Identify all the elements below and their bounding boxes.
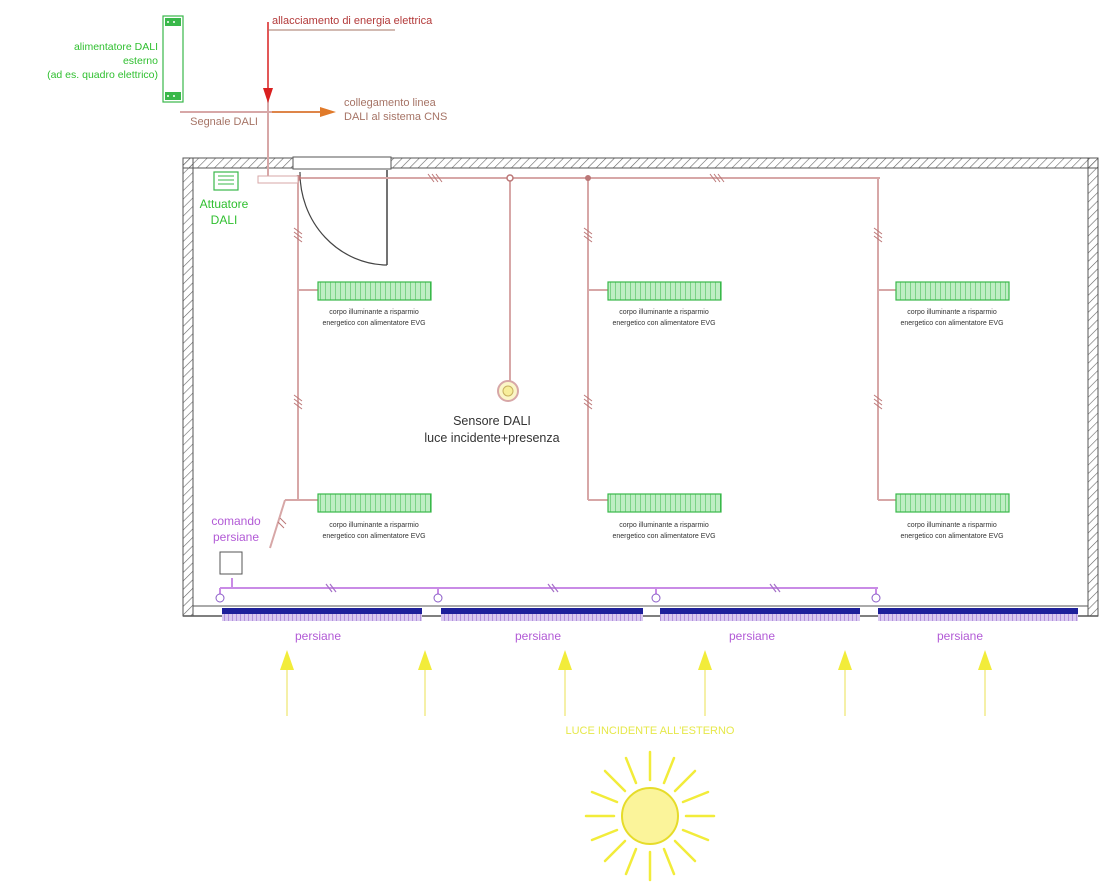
luminaire-2 xyxy=(607,281,722,301)
luminaire-3 xyxy=(895,281,1010,301)
luminaire-4-caption-line2: energetico con alimentatore EVG xyxy=(322,533,425,540)
dali-sensor xyxy=(497,380,519,402)
luminaire-6-caption-line2: energetico con alimentatore EVG xyxy=(900,533,1003,540)
sun-icon xyxy=(584,750,716,882)
actuator-label-line2: DALI xyxy=(211,213,238,227)
outside-light-label: LUCE INCIDENTE ALL'ESTERNO xyxy=(566,725,735,737)
luminaire-1-caption-line1: corpo illuminante a risparmio xyxy=(329,309,419,316)
supply-label-line1: alimentatore DALI xyxy=(74,41,158,53)
dali-power-supply xyxy=(162,15,184,103)
blind-label-1: persiane xyxy=(295,629,341,643)
light-arrow-1 xyxy=(280,650,294,716)
power-connection xyxy=(263,22,395,103)
luminaire-3-caption-line2: energetico con alimentatore EVG xyxy=(900,320,1003,327)
blind-bars xyxy=(222,608,1078,621)
light-arrow-2 xyxy=(418,650,432,716)
room-walls xyxy=(182,156,1099,617)
sensor-label-line1: Sensore DALI xyxy=(453,414,531,428)
blind-control-label-line1: comando xyxy=(211,514,261,528)
luminaire-5-caption-line1: corpo illuminante a risparmio xyxy=(619,522,709,529)
cns-link-label-line2: DALI al sistema CNS xyxy=(344,111,447,123)
luminaire-2-caption-line1: corpo illuminante a risparmio xyxy=(619,309,709,316)
luminaire-1 xyxy=(317,281,432,301)
blind-label-2: persiane xyxy=(515,629,561,643)
supply-label-line2: esterno xyxy=(123,55,158,67)
blind-wire-ticks xyxy=(325,583,781,593)
luminaire-5-caption-line2: energetico con alimentatore EVG xyxy=(612,533,715,540)
luminaire-1-caption-line2: energetico con alimentatore EVG xyxy=(322,320,425,327)
cns-arrow xyxy=(272,107,336,117)
light-arrows xyxy=(280,650,992,716)
blind-motor-symbols xyxy=(215,593,881,603)
luminaire-4-caption-line1: corpo illuminante a risparmio xyxy=(329,522,419,529)
luminaire-3-caption-line1: corpo illuminante a risparmio xyxy=(907,309,997,316)
power-connection-label: allacciamento di energia elettrica xyxy=(272,15,433,27)
luminaire-captions: corpo illuminante a risparmio energetico… xyxy=(322,309,1003,540)
actuator-label-line1: Attuatore xyxy=(200,197,249,211)
door xyxy=(299,170,388,266)
blind-wiring xyxy=(219,578,878,598)
light-arrow-5 xyxy=(838,650,852,716)
blind-control-box xyxy=(219,551,243,575)
light-arrow-3 xyxy=(558,650,572,716)
sensor-label-line2: luce incidente+presenza xyxy=(424,431,559,445)
blind-label-4: persiane xyxy=(937,629,983,643)
cns-link-label-line1: collegamento linea xyxy=(344,97,437,109)
luminaire-2-caption-line2: energetico con alimentatore EVG xyxy=(612,320,715,327)
dali-signal-label: Segnale DALI xyxy=(190,116,258,128)
luminaire-6 xyxy=(895,493,1010,513)
supply-label-line3: (ad es. quadro elettrico) xyxy=(47,69,158,81)
wire-ticks xyxy=(277,173,883,529)
blind-control-label-line2: persiane xyxy=(213,530,259,544)
dali-wiring xyxy=(180,100,896,549)
blind-label-3: persiane xyxy=(729,629,775,643)
luminaire-5 xyxy=(607,493,722,513)
light-arrow-4 xyxy=(698,650,712,716)
luminaire-group xyxy=(317,281,1010,513)
dali-actuator xyxy=(213,171,299,191)
luminaire-4 xyxy=(317,493,432,513)
light-arrow-6 xyxy=(978,650,992,716)
luminaire-6-caption-line1: corpo illuminante a risparmio xyxy=(907,522,997,529)
